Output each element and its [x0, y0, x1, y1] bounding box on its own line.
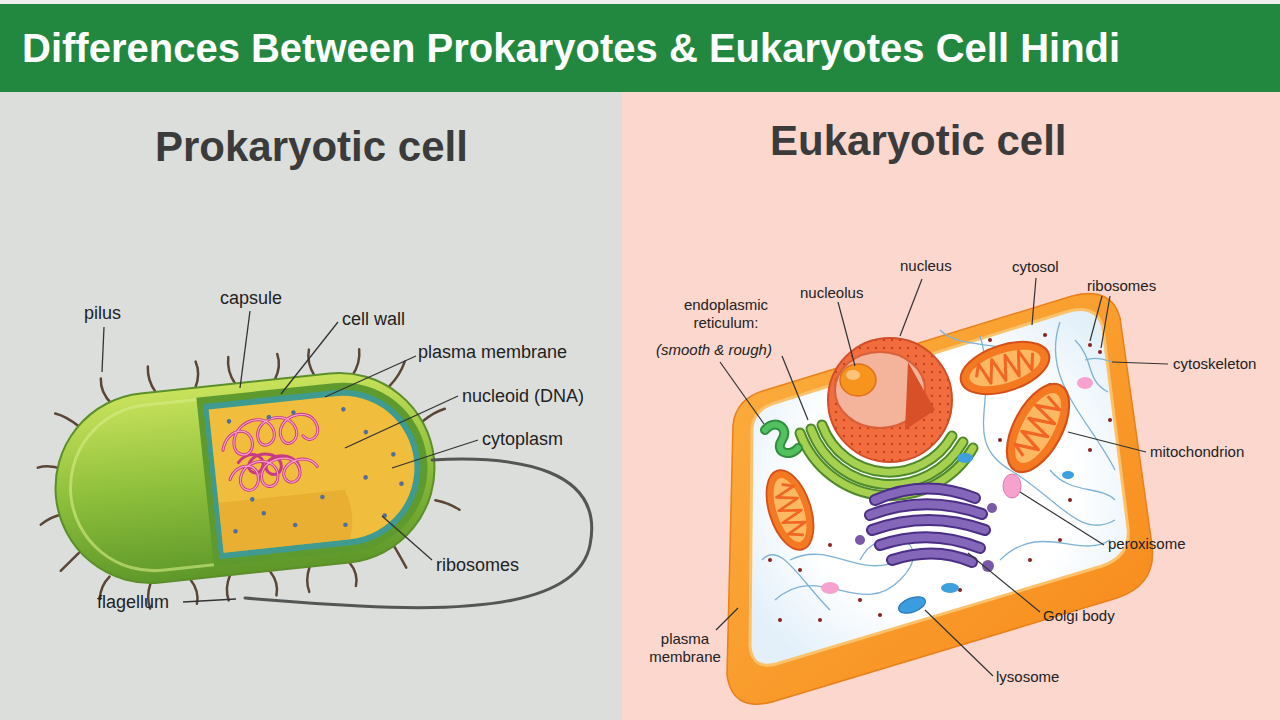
label-holder: nucleus [900, 257, 952, 275]
label-holder: mitochondrion [1150, 443, 1244, 461]
label-holder: capsule [220, 288, 282, 310]
label-holder: flagellum [97, 592, 169, 614]
label-holder: cytosol [1012, 258, 1059, 276]
label-holder: endoplasmic reticulum: [668, 296, 784, 332]
label-holder: cell wall [342, 309, 405, 331]
label-holder: cytoplasm [482, 429, 563, 451]
part-label: cytoplasm [482, 429, 563, 451]
label-holder: nucleolus [800, 284, 863, 302]
part-label: plasma membrane [418, 342, 567, 364]
label-holder: cytoskeleton [1173, 355, 1256, 373]
part-label: lysosome [996, 668, 1059, 686]
label-holder: plasma membrane [418, 342, 567, 364]
part-label: endoplasmic reticulum: [668, 296, 784, 332]
part-label: ribosomes [1087, 277, 1156, 295]
label-holder: peroxisome [1108, 535, 1186, 553]
label-holder: lysosome [996, 668, 1059, 686]
title-holder: Differences Between Prokaryotes & Eukary… [22, 28, 1120, 68]
label-holder: (smooth & rough) [656, 341, 772, 359]
panel-heading: Eukaryotic cell [770, 118, 1066, 164]
part-label: nucleoid (DNA) [462, 386, 584, 408]
part-label: cytoskeleton [1173, 355, 1256, 373]
part-label: (smooth & rough) [656, 341, 772, 359]
label-holder: Golgi body [1043, 607, 1115, 625]
part-label: cell wall [342, 309, 405, 331]
cell-panel: Eukaryotic cell [622, 92, 1280, 720]
part-label: ribosomes [436, 555, 519, 577]
part-label: Golgi body [1043, 607, 1115, 625]
label-holder: nucleoid (DNA) [462, 386, 584, 408]
title-text: Differences Between Prokaryotes & Eukary… [22, 28, 1120, 68]
panel-heading: Prokaryotic cell [155, 124, 468, 170]
part-label: flagellum [97, 592, 169, 614]
label-holder: ribosomes [1087, 277, 1156, 295]
part-label: peroxisome [1108, 535, 1186, 553]
label-holder: ribosomes [436, 555, 519, 577]
label-holder: plasma membrane [640, 630, 730, 666]
label-holder: pilus [84, 303, 121, 325]
part-label: capsule [220, 288, 282, 310]
part-label: plasma membrane [640, 630, 730, 666]
part-label: mitochondrion [1150, 443, 1244, 461]
part-label: nucleus [900, 257, 952, 275]
part-label: pilus [84, 303, 121, 325]
part-label: nucleolus [800, 284, 863, 302]
part-label: cytosol [1012, 258, 1059, 276]
